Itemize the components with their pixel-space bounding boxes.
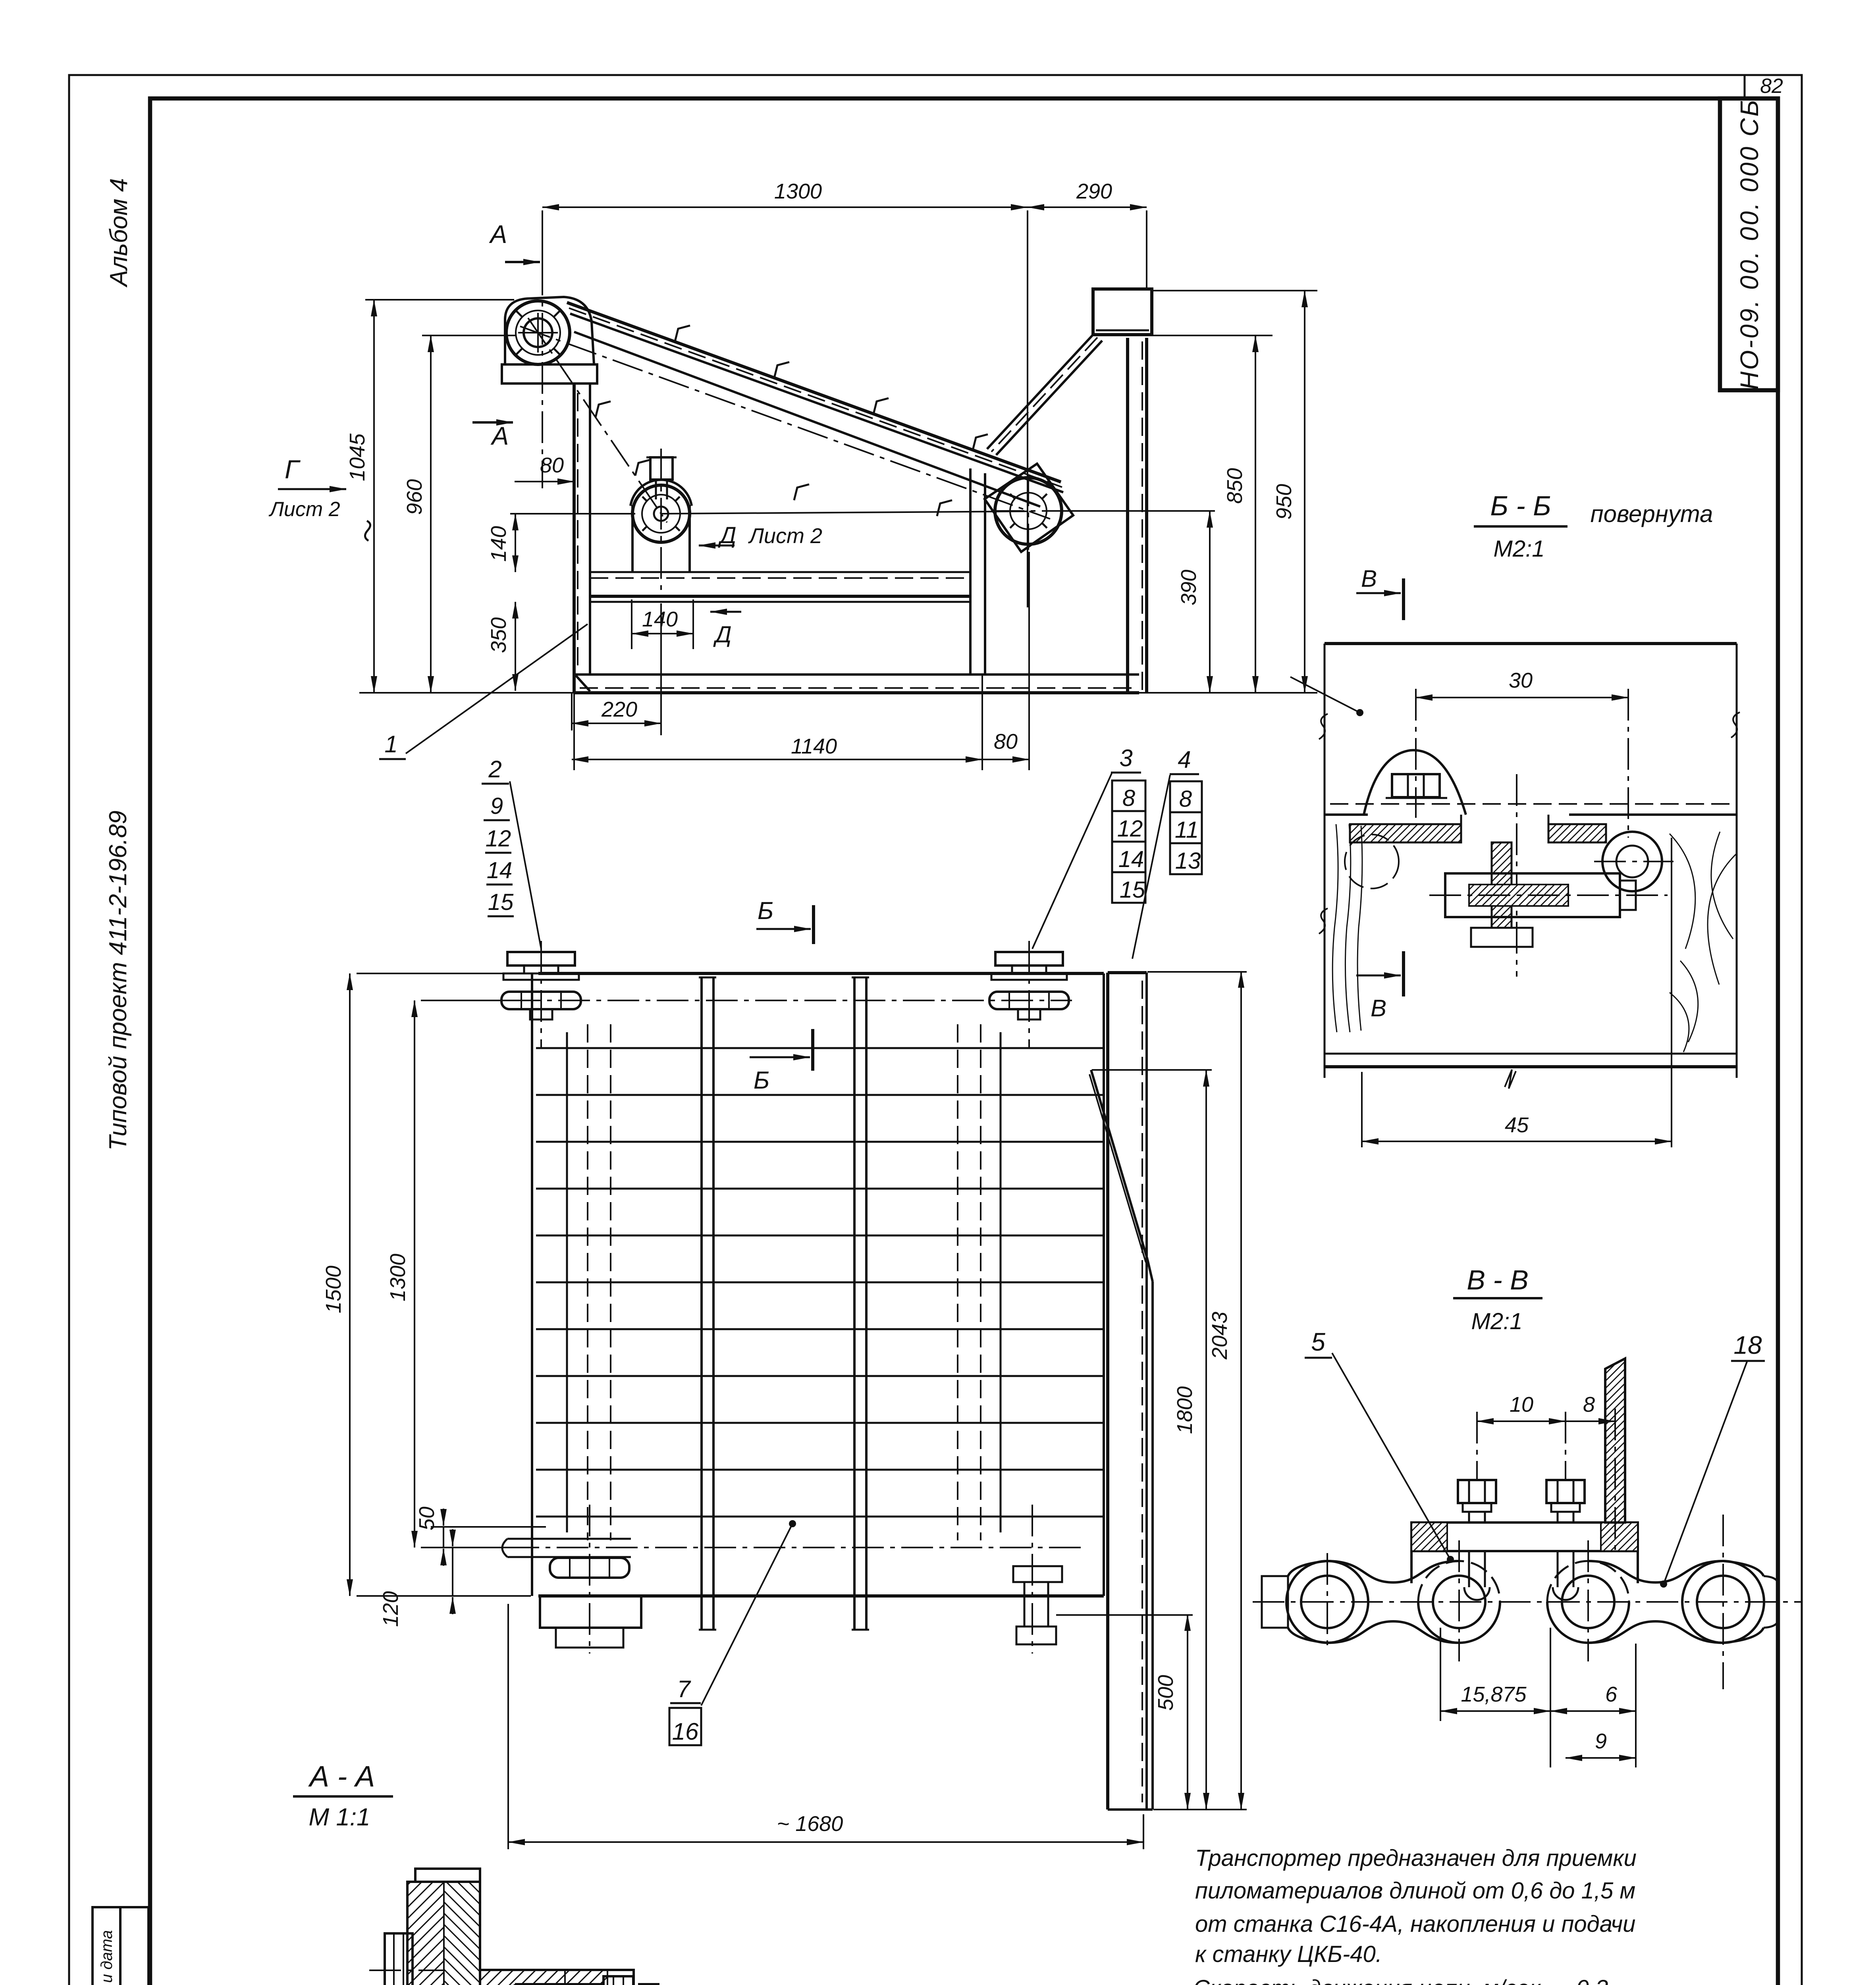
- svg-text:16: 16: [672, 1718, 699, 1745]
- svg-text:Подп. и дата: Подп. и дата: [98, 1930, 116, 1985]
- svg-text:30: 30: [1509, 669, 1533, 692]
- svg-text:1800: 1800: [1173, 1386, 1197, 1434]
- svg-text:пиломатериалов длиной от 0: пиломатериалов длиной от 0,6 до 1,5 м: [1195, 1878, 1635, 1904]
- svg-text:Лист 2: Лист 2: [268, 498, 340, 521]
- svg-text:1140: 1140: [791, 734, 837, 758]
- svg-text:Д: Д: [718, 522, 737, 548]
- svg-text:1300: 1300: [386, 1254, 410, 1301]
- svg-text:80: 80: [540, 453, 564, 477]
- svg-text:350: 350: [487, 617, 511, 653]
- svg-text:1300: 1300: [774, 179, 822, 203]
- svg-text:290: 290: [1076, 179, 1112, 203]
- svg-text:11: 11: [1175, 817, 1199, 843]
- svg-text:НО-09. 00. 00. 000 СБ: НО-09. 00. 00. 000 СБ: [1735, 98, 1764, 390]
- svg-text:А - А: А - А: [308, 1760, 375, 1793]
- svg-text:Б: Б: [754, 1067, 769, 1094]
- svg-text:14: 14: [487, 858, 513, 883]
- svg-text:15: 15: [1120, 877, 1145, 903]
- svg-text:5: 5: [1311, 1328, 1325, 1356]
- svg-text:2: 2: [488, 756, 501, 782]
- svg-text:12: 12: [1117, 816, 1143, 842]
- svg-text:6: 6: [1605, 1682, 1618, 1706]
- svg-text:80: 80: [994, 730, 1018, 754]
- svg-text:4: 4: [1178, 746, 1191, 773]
- svg-text:18: 18: [1733, 1331, 1762, 1359]
- svg-text:Д: Д: [713, 622, 732, 648]
- svg-text:8: 8: [1179, 786, 1192, 812]
- svg-text:3: 3: [1119, 745, 1132, 771]
- svg-text:8: 8: [1122, 785, 1135, 811]
- svg-text:~ 1680: ~ 1680: [777, 1812, 843, 1836]
- svg-text:9: 9: [490, 793, 503, 819]
- svg-text:82: 82: [1760, 75, 1783, 98]
- svg-text:М2:1: М2:1: [1471, 1309, 1523, 1334]
- svg-text:В - В: В - В: [1467, 1264, 1529, 1295]
- svg-text:В: В: [1361, 565, 1377, 592]
- svg-text:14: 14: [1118, 846, 1144, 872]
- svg-text:М 1:1: М 1:1: [308, 1804, 370, 1831]
- svg-text:45: 45: [1505, 1113, 1529, 1137]
- svg-text:8: 8: [1583, 1393, 1595, 1416]
- svg-text:15: 15: [488, 889, 514, 915]
- svg-text:9: 9: [1595, 1729, 1607, 1753]
- svg-text:Альбом 4: Альбом 4: [105, 178, 133, 288]
- svg-text:220: 220: [601, 698, 637, 721]
- svg-text:13: 13: [1175, 848, 1201, 874]
- svg-text:15,875: 15,875: [1461, 1682, 1527, 1706]
- svg-text:Лист 2: Лист 2: [748, 524, 822, 548]
- svg-text:Б: Б: [758, 897, 773, 925]
- svg-text:50: 50: [415, 1507, 439, 1530]
- svg-text:Г: Г: [285, 455, 301, 484]
- svg-text:12: 12: [486, 826, 511, 852]
- svg-text:А: А: [490, 422, 509, 450]
- svg-text:10: 10: [1510, 1393, 1533, 1416]
- svg-text:от станка С16-4А, накоплен: от станка С16-4А, накопления и подачи: [1195, 1911, 1635, 1937]
- svg-text:1: 1: [384, 731, 397, 757]
- svg-text:1500: 1500: [322, 1266, 345, 1313]
- svg-text:120: 120: [379, 1591, 403, 1627]
- svg-text:2043: 2043: [1208, 1312, 1232, 1360]
- svg-text:Типовой проект 411-2-196.8: Типовой проект 411-2-196.89: [104, 811, 132, 1151]
- svg-text:В: В: [1371, 995, 1386, 1021]
- svg-text:к станку ЦКБ-40.: к станку ЦКБ-40.: [1195, 1941, 1382, 1967]
- svg-text:960: 960: [403, 479, 426, 515]
- svg-text:140: 140: [642, 607, 678, 631]
- svg-text:повернута: повернута: [1591, 501, 1713, 527]
- svg-text:Б - Б: Б - Б: [1490, 490, 1551, 521]
- svg-text:Скорость движения цепи, м/се: Скорость движения цепи, м/сек — 0,3.: [1193, 1975, 1614, 1985]
- svg-text:140: 140: [487, 526, 511, 562]
- svg-text:390: 390: [1177, 570, 1201, 605]
- svg-text:7: 7: [677, 1676, 691, 1702]
- svg-text:А: А: [489, 220, 507, 249]
- svg-text:950: 950: [1272, 484, 1296, 520]
- svg-text:М2:1: М2:1: [1494, 536, 1545, 562]
- svg-text:Транспортер предназначен дл: Транспортер предназначен для приемки: [1195, 1845, 1637, 1871]
- svg-text:500: 500: [1154, 1675, 1178, 1711]
- svg-text:1045: 1045: [345, 433, 369, 481]
- svg-text:850: 850: [1223, 468, 1247, 504]
